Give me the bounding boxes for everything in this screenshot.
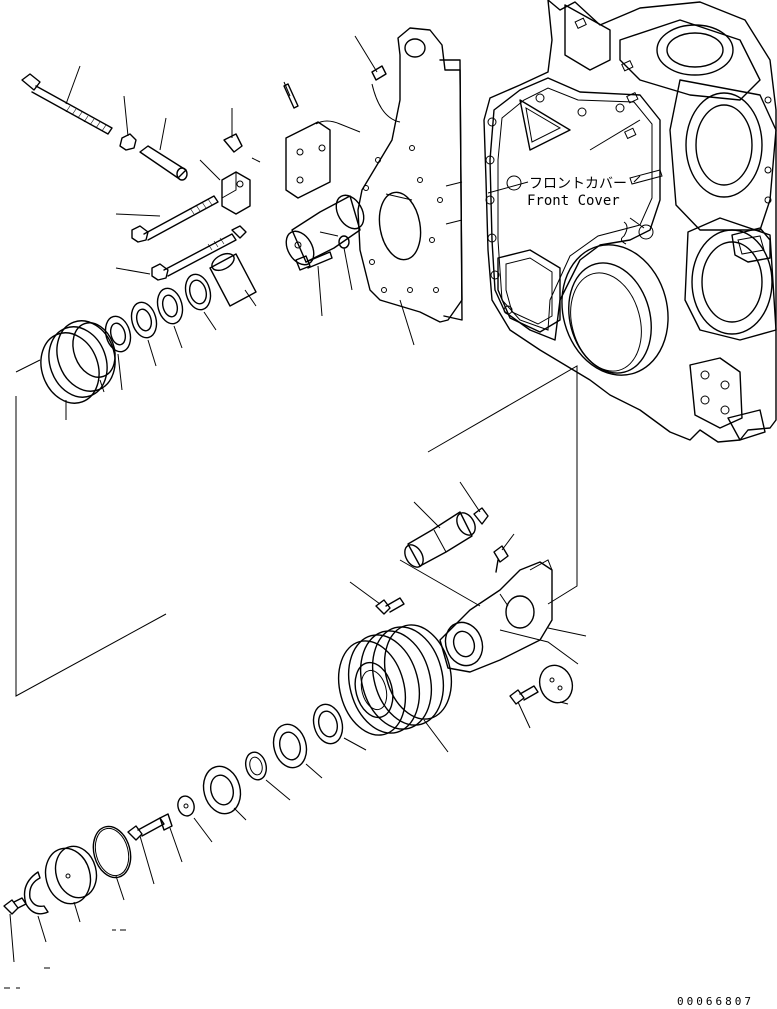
upper-parts [21,65,365,317]
lower-pulley-stack [3,624,453,989]
grouping-lines [15,365,578,697]
label-front-cover-jp: フロントカバー [529,176,627,192]
mounting-plate [354,27,463,346]
upper-bearing-stack [15,273,217,420]
drawing-number: 00066807 [677,995,754,1008]
tensioner-assembly [349,481,587,729]
label-front-cover-en: Front Cover [527,193,620,209]
engine-block [483,0,777,443]
